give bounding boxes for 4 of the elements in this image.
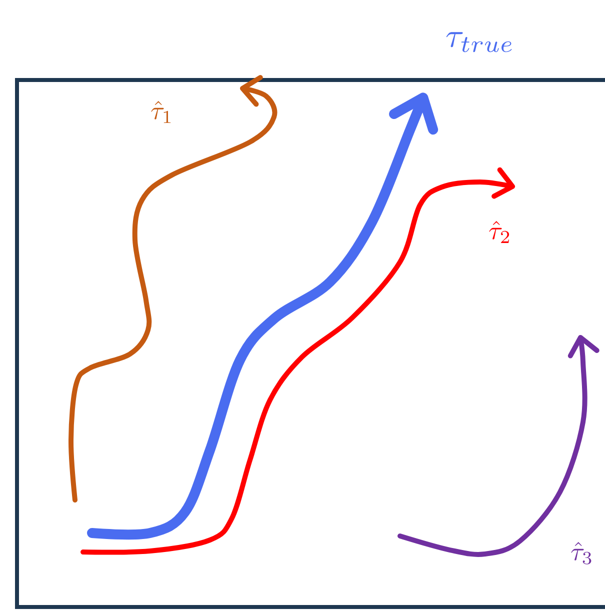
trajectory-label: $\hat{\tau}_3$ [571,542,592,564]
trajectory-label: $\hat{\tau}_2$ [489,221,510,243]
trajectory-label: $\tau_{true}$ [446,32,512,52]
trajectory-label: $\hat{\tau}_1$ [151,101,170,123]
